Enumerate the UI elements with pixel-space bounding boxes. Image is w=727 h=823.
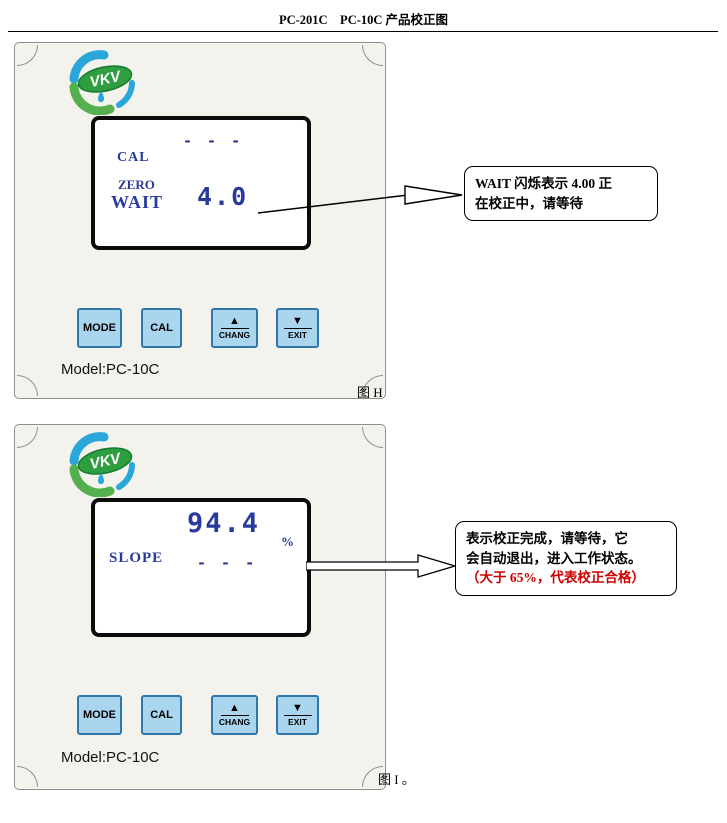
vkv-logo: VKV <box>69 432 135 497</box>
up-arrow-icon: ▲ <box>229 315 240 327</box>
zero-indicator: ZERO <box>118 177 155 192</box>
lcd-value: 4.0 <box>197 182 249 211</box>
vkv-logo-text: VKV <box>88 68 124 91</box>
corner-mark <box>17 375 38 396</box>
cal-button-label: CAL <box>150 709 173 721</box>
callout-line: 会自动退出，进入工作状态。 <box>466 550 642 566</box>
model-label: Model:PC-10C <box>61 749 160 766</box>
water-drop-icon <box>98 91 104 102</box>
exit-button-label: EXIT <box>288 330 307 340</box>
corner-mark <box>17 45 38 66</box>
button-divider <box>283 715 312 716</box>
percent-indicator: % <box>281 534 294 549</box>
callout-line: 在校正中，请等待 <box>475 195 583 211</box>
water-drop-icon <box>98 473 104 484</box>
exit-button: ▼ EXIT <box>276 308 319 348</box>
button-divider <box>283 328 312 329</box>
lcd-value: 94.4 <box>187 508 261 539</box>
corner-mark <box>362 45 383 66</box>
callout-line: WAIT 闪烁表示 4.00 正 <box>475 176 613 191</box>
cal-button-label: CAL <box>150 322 173 334</box>
mode-button-label: MODE <box>83 322 116 334</box>
exit-button: ▼ EXIT <box>276 695 319 735</box>
figure-caption-h: 图 H <box>357 385 383 400</box>
figure-caption-i: 图 I 。 <box>378 772 415 787</box>
header-divider <box>8 31 718 32</box>
mode-button: MODE <box>77 695 122 735</box>
chang-button: ▲ CHANG <box>211 308 258 348</box>
lcd-dashes: - - - <box>183 132 244 150</box>
corner-mark <box>17 427 38 448</box>
button-divider <box>220 715 249 716</box>
device-panel-h: VKV - - - CAL ZERO WAIT 4.0 MODE CAL ▲ C… <box>14 42 386 399</box>
callout-arrow-i <box>306 554 458 578</box>
button-divider <box>220 328 249 329</box>
device-panel-i: VKV 94.4 % SLOPE - - - MODE CAL ▲ CHANG … <box>14 424 386 790</box>
vkv-logo-text: VKV <box>88 450 124 473</box>
cal-indicator: CAL <box>117 150 150 165</box>
callout-line: 表示校正完成，请等待，它 <box>466 531 628 546</box>
mode-button: MODE <box>77 308 122 348</box>
lcd-display-h: - - - CAL ZERO WAIT 4.0 <box>91 116 311 250</box>
chang-button-label: CHANG <box>218 717 251 727</box>
chang-button: ▲ CHANG <box>211 695 258 735</box>
page-title: PC-201C PC-10C 产品校正图 <box>278 13 449 27</box>
cal-button: CAL <box>141 308 182 348</box>
vkv-logo: VKV <box>69 50 135 115</box>
model-label: Model:PC-10C <box>61 361 160 378</box>
up-arrow-icon: ▲ <box>229 702 240 714</box>
corner-mark <box>362 427 383 448</box>
slope-indicator: SLOPE <box>109 550 164 566</box>
mode-button-label: MODE <box>83 709 116 721</box>
cal-button: CAL <box>141 695 182 735</box>
lcd-dashes: - - - <box>197 554 258 572</box>
callout-box-h: WAIT 闪烁表示 4.00 正 在校正中，请等待 <box>464 166 658 222</box>
callout-box-i: 表示校正完成，请等待，它 会自动退出，进入工作状态。 （大于 65%，代表校正合… <box>455 521 677 596</box>
chang-button-label: CHANG <box>218 330 251 340</box>
corner-mark <box>17 766 38 787</box>
wait-indicator: WAIT <box>111 192 164 212</box>
down-arrow-icon: ▼ <box>292 702 303 714</box>
exit-button-label: EXIT <box>288 717 307 727</box>
callout-line-red: （大于 65%，代表校正合格） <box>466 570 645 586</box>
lcd-display-i: 94.4 % SLOPE - - - <box>91 498 311 637</box>
down-arrow-icon: ▼ <box>292 315 303 327</box>
callout-arrow-h <box>257 185 463 214</box>
